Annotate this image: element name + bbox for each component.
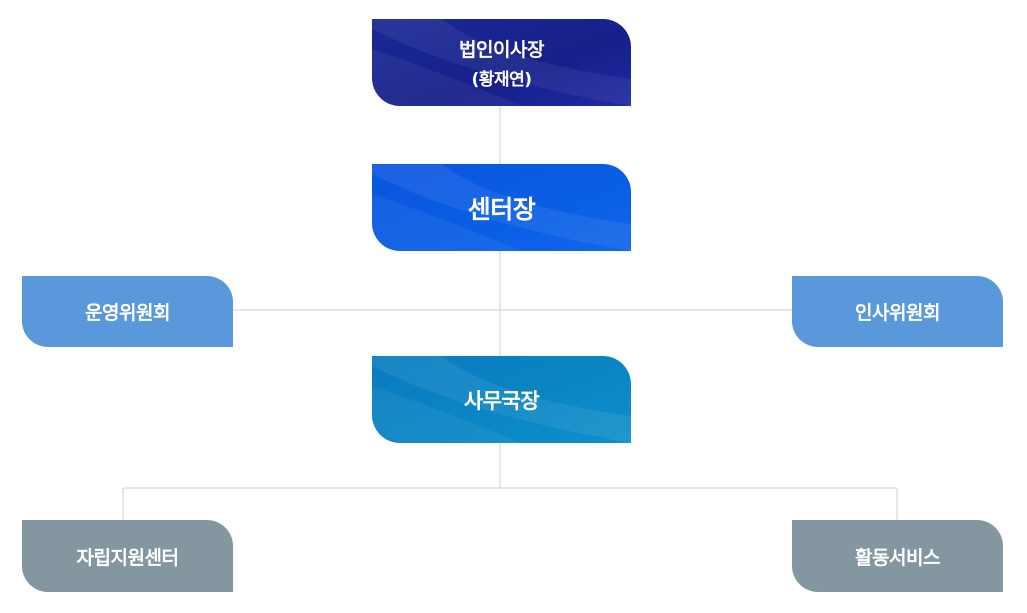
center-director-box: 센터장 [372, 164, 631, 251]
secretary-general-title: 사무국장 [463, 388, 540, 413]
box-shine-decoration [372, 19, 631, 106]
box-shine-decoration [372, 164, 631, 251]
personnel-committee-box: 인사위원회 [792, 276, 1003, 347]
self-reliance-center-box: 자립지원센터 [22, 520, 233, 592]
activity-service-title: 활동서비스 [855, 546, 940, 569]
center-director-title: 센터장 [467, 194, 536, 224]
operation-committee-box: 운영위원회 [22, 276, 233, 347]
secretary-general-box: 사무국장 [372, 356, 631, 443]
activity-service-box: 활동서비스 [792, 520, 1003, 592]
chairman-name: (황재연) [471, 70, 532, 90]
chairman-title: 법인이사장 [459, 39, 544, 61]
chairman-box: 법인이사장 (황재연) [372, 19, 631, 106]
self-reliance-center-title: 자립지원센터 [76, 546, 179, 569]
personnel-committee-title: 인사위원회 [855, 302, 940, 324]
box-shine-decoration [372, 356, 631, 443]
operation-committee-title: 운영위원회 [85, 302, 170, 324]
